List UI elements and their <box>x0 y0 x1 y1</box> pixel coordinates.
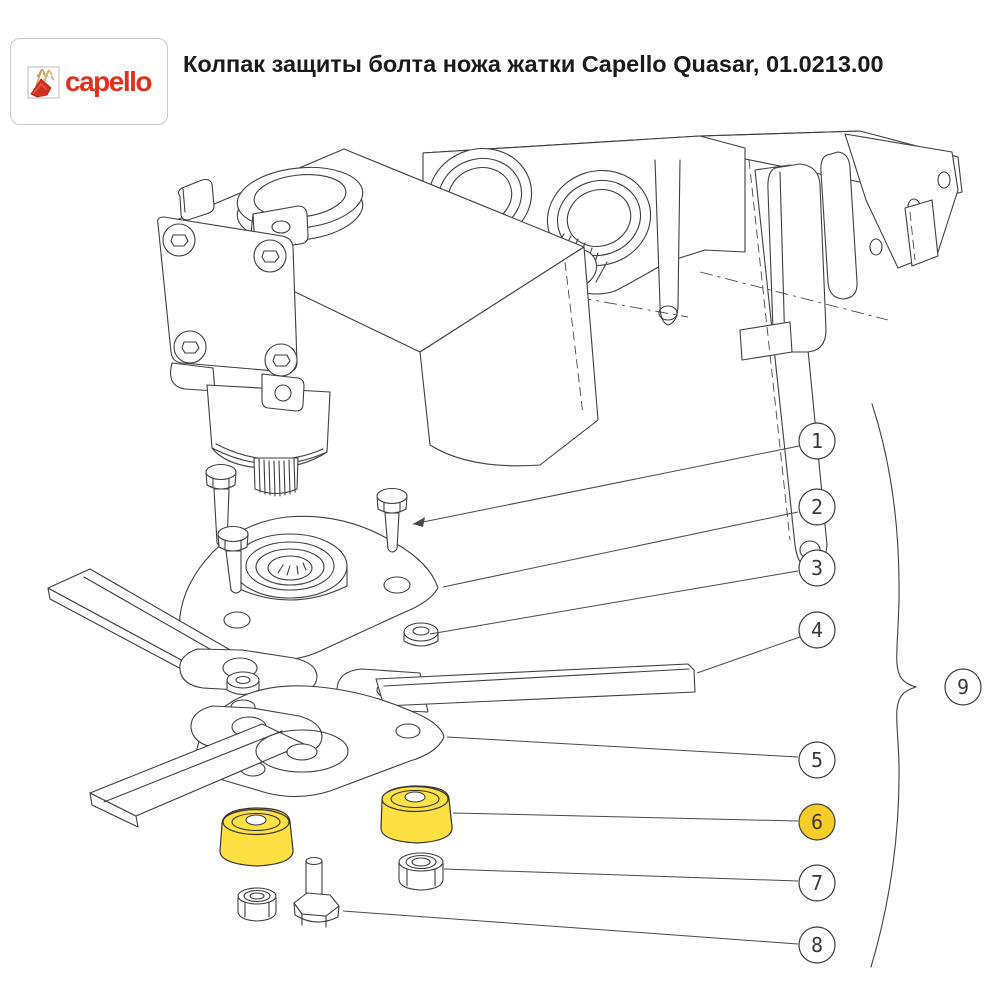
svg-text:3: 3 <box>811 556 823 580</box>
exploded-parts <box>47 463 696 928</box>
svg-text:6: 6 <box>811 810 823 834</box>
bolt-2 <box>217 525 249 594</box>
svg-text:7: 7 <box>811 871 823 895</box>
leader-line-4 <box>696 636 801 674</box>
leader-lines <box>342 445 801 945</box>
gearbox <box>157 148 599 497</box>
callout-7: 7 <box>798 864 836 902</box>
svg-text:1: 1 <box>811 429 823 453</box>
leader-arrowhead-1 <box>413 517 425 527</box>
bolt-3 <box>376 487 408 553</box>
callout-2: 2 <box>798 488 836 526</box>
lower-hub-hole <box>286 743 318 761</box>
leader-line-7 <box>443 868 799 882</box>
svg-text:9: 9 <box>957 675 969 699</box>
page-title: Колпак защиты болта ножа жатки Capello Q… <box>183 51 884 77</box>
callouts: 1 2 3 4 5 6 7 <box>798 422 982 964</box>
lock-nut-left <box>237 887 277 922</box>
wheat-icon <box>27 66 60 98</box>
leader-line-5 <box>446 736 799 758</box>
capello-logo: capello <box>10 38 168 125</box>
leader-line-1 <box>412 445 800 525</box>
knife-bolt <box>293 856 340 928</box>
flange-plate-upper <box>179 515 439 661</box>
bearing-hub <box>232 533 348 601</box>
leader-line-6 <box>452 812 799 822</box>
brace-9 <box>870 403 917 968</box>
svg-text:5: 5 <box>811 748 823 772</box>
washer-spacer <box>403 622 439 647</box>
socket-bolts <box>162 223 298 377</box>
lock-nut-right <box>398 852 444 891</box>
svg-text:8: 8 <box>811 933 823 957</box>
protection-cap-left <box>219 807 294 867</box>
callout-6-highlighted: 6 <box>798 803 836 841</box>
lower-hub <box>255 729 349 773</box>
knife-blade-lower <box>89 723 305 828</box>
leader-line-2 <box>442 511 799 588</box>
callout-1: 1 <box>798 422 836 460</box>
leader-line-8 <box>342 910 799 945</box>
callout-3: 3 <box>798 549 836 587</box>
svg-text:2: 2 <box>811 495 823 519</box>
callout-8: 8 <box>798 926 836 964</box>
leader-line-3 <box>429 570 799 635</box>
spacer-bushing <box>226 671 260 696</box>
splined-shaft <box>253 457 299 497</box>
callout-4: 4 <box>798 611 836 649</box>
callout-9: 9 <box>944 668 982 706</box>
header: capello Колпак защиты болта ножа жатки C… <box>0 0 1000 130</box>
callout-5: 5 <box>798 741 836 779</box>
logo-wordmark: capello <box>65 65 152 97</box>
svg-text:4: 4 <box>811 618 823 642</box>
protection-cap-right <box>380 785 453 844</box>
